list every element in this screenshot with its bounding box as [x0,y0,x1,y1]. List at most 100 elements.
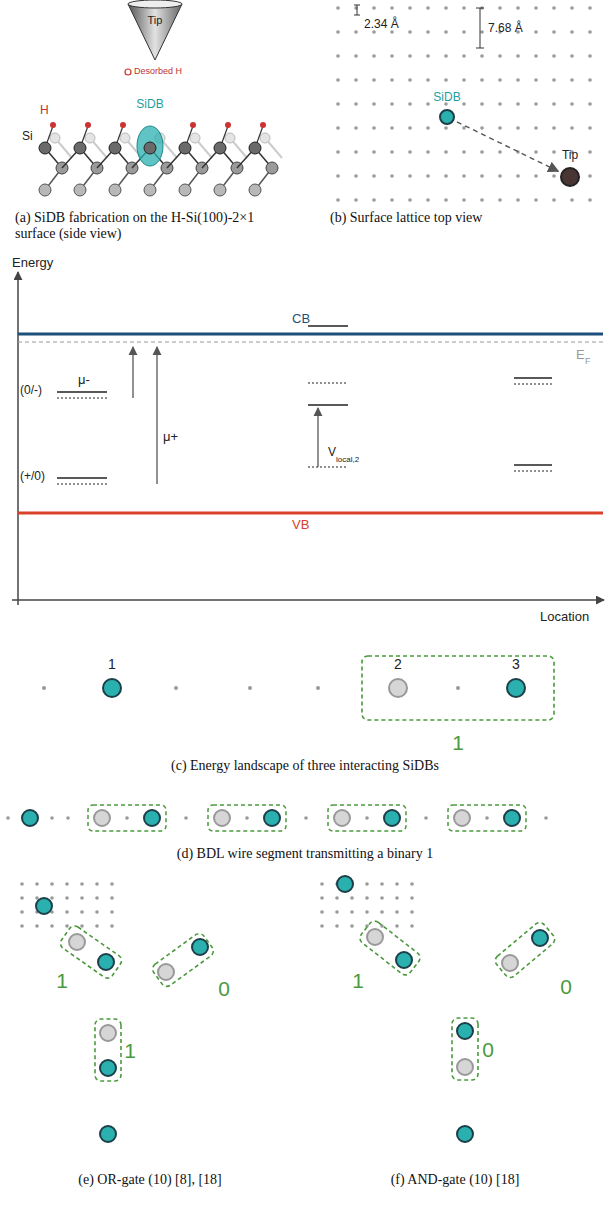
lattice-site [365,910,369,914]
hydrogen-atom [85,122,91,128]
lattice-site [335,910,339,914]
lattice-site [570,54,574,58]
lattice-site [588,54,592,58]
bdl-pair: 1 [356,586,560,790]
lattice-site [354,198,358,202]
drawing-part [308,466,348,467]
bdl-pair: 1 [71,1013,145,1087]
sidb-dot [94,810,110,826]
drawing-part [120,133,130,143]
lattice-site [588,150,592,154]
dangling-bond-orbital [137,126,163,166]
drawing-part [18,342,603,343]
sidb-dot [384,810,400,826]
drawing-part [128,4,182,60]
drawing-part [57,326,552,478]
drawing-part [144,184,156,196]
text-label: Location [540,610,589,625]
lattice-site [372,78,376,82]
sidb-dot [69,934,85,950]
lattice-site [372,198,376,202]
drawing-part [456,686,460,690]
lattice-site [444,174,448,178]
bdl-outline [146,923,220,997]
lattice-site [480,150,484,154]
text-label: (+/0) [20,470,45,484]
lattice-site [395,924,399,928]
drawing-part [74,184,86,196]
lattice-site [390,78,394,82]
lattice-site [534,150,538,154]
lattice-site [320,924,324,928]
lattice-site [462,198,466,202]
lattice-site [50,882,54,886]
text-label: (0/-) [20,384,42,398]
sidb-dot [396,952,412,968]
drawing-part [50,133,60,143]
drawing-part [214,184,226,196]
lattice-site [390,102,394,106]
lattice-site [498,102,502,106]
lattice-site [390,54,394,58]
hydrogen-atom [190,122,196,128]
lattice-site [498,6,502,10]
lattice-site [444,54,448,58]
lattice-site [516,78,520,82]
lattice-site [426,6,430,10]
lattice-site [372,54,376,58]
bdl-pair-box [328,805,406,831]
text-label: Energy [12,256,53,271]
lattice-site [426,102,430,106]
text-label: VB [292,518,309,533]
energy-diagram [12,272,604,605]
lattice-site [80,882,84,886]
lattice-site [390,126,394,130]
lattice-site [462,6,466,10]
lattice-site [320,896,324,900]
drawing-part [514,383,552,384]
lattice-site [80,910,84,914]
text-label: E [576,348,585,363]
sidb-dot [144,810,160,826]
lattice-site [408,6,412,10]
drawing-part [12,599,604,601]
logic-value: 1 [56,970,68,991]
lattice-site [336,150,340,154]
lattice-site [336,6,340,10]
silicon-atom [109,142,121,154]
lattice-site [390,150,394,154]
lattice-site [65,896,69,900]
drawing-part [42,686,46,690]
text-label: 2 [394,656,402,672]
logic-value: 1 [124,1040,136,1061]
lattice-site [426,54,430,58]
lattice-site [335,896,339,900]
lattice-site [372,150,376,154]
lattice-site [544,816,548,820]
lattice-site [336,102,340,106]
lattice-site [336,174,340,178]
text-label: local,2 [336,455,359,464]
lattice-site [408,126,412,130]
lattice-site [20,882,24,886]
lattice-site [350,910,354,914]
lattice-site [552,30,556,34]
lattice-site [462,54,466,58]
sidb-dot [22,810,38,826]
drawing-part [357,5,358,15]
lattice-site [372,102,376,106]
sidb-dot [192,939,208,955]
lattice-site [66,816,70,820]
lattice-site [410,924,414,928]
lattice-site [570,198,574,202]
lattice-site [552,78,556,82]
lattice-site [184,816,188,820]
lattice-site [350,896,354,900]
lattice-site [245,816,249,820]
subfigure-caption: (a) SiDB fabrication on the H-Si(100)-2×… [15,210,295,242]
drawing-part [57,483,107,484]
sidb-dot [504,810,520,826]
lattice-site [534,102,538,106]
silicon-atom [249,142,261,154]
sidb-dot [158,964,174,980]
